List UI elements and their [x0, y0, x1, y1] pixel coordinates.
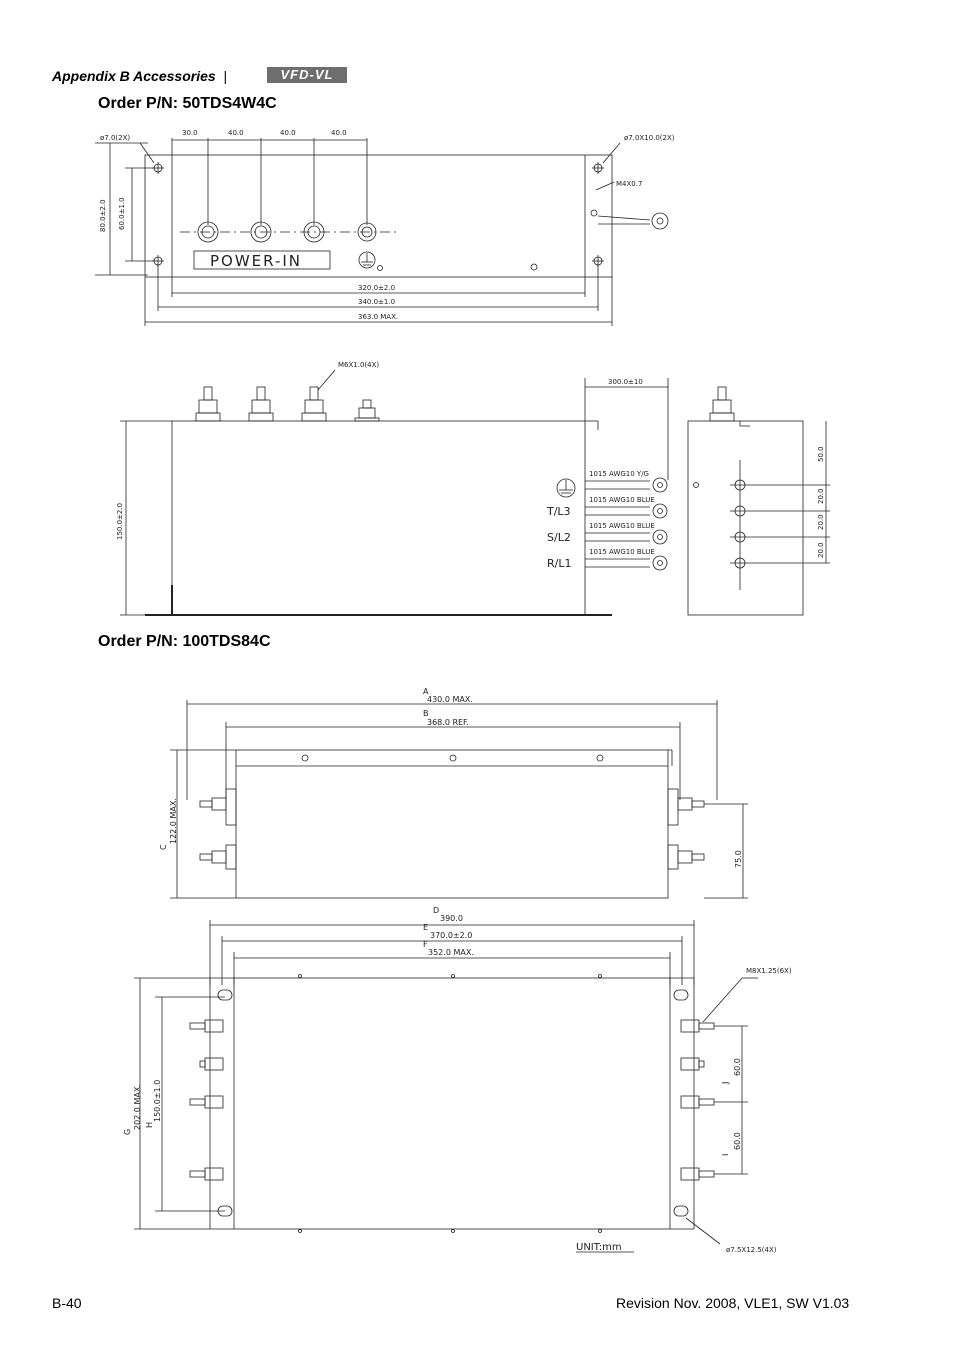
revision-text: Revision Nov. 2008, VLE1, SW V1.03 — [616, 1295, 850, 1311]
p1-hole-left-label: ø7.0(2X) — [100, 134, 130, 142]
p1-dim-40c: 40.0 — [331, 129, 347, 137]
p2-h-value: 150.0±1.0 — [153, 1080, 162, 1122]
p1-wires — [585, 477, 668, 571]
p1-wire-label-1: 1015 AWG10 Y/G — [589, 470, 649, 478]
p2-top-view: A 430.0 MAX. B 368.0 REF. C 122.0 MAX. 7… — [159, 687, 748, 899]
p1-side-terminals — [195, 386, 380, 422]
vfd-vl-logo: VFD-VL — [267, 67, 347, 83]
p1-wire-label-4: 1015 AWG10 BLUE — [589, 548, 655, 556]
p1-terminals — [180, 221, 400, 243]
ground-symbol-icon — [556, 478, 576, 498]
p1-hole-right-label: ø7.0X10.0(2X) — [624, 134, 675, 142]
p2-d-value: 390.0 — [440, 914, 463, 923]
p1-wire-label-3: 1015 AWG10 BLUE — [589, 522, 655, 530]
p1-ground-screw-label: M4X0.7 — [616, 180, 642, 188]
p1-side-height: 150.0±2.0 — [116, 503, 124, 540]
p2-j-value: 60.0 — [733, 1058, 742, 1076]
p1-terminal-thread: M6X1.0(4X) — [338, 361, 379, 369]
section-title: Appendix B Accessories — [52, 68, 216, 84]
p1-end-dim-20c: 20.0 — [817, 542, 825, 558]
p2-j-letter: J — [721, 1082, 730, 1085]
p2-hole-label: ø7.5X12.5(4X) — [726, 1246, 777, 1254]
p2-f-letter: F — [423, 940, 428, 949]
p2-terminal-thread: M8X1.25(6X) — [746, 967, 792, 975]
p1-phase-t: T/L3 — [546, 505, 571, 518]
p2-c-letter: C — [159, 844, 168, 850]
p2-g-value: 202.0 MAX. — [133, 1084, 142, 1130]
p1-width-340: 340.0±1.0 — [358, 298, 395, 306]
p1-side-view: 150.0±2.0 M6X1.0(4X) 300.0±10 1015 AWG10… — [116, 361, 669, 616]
p2-b-letter: B — [423, 709, 429, 718]
p1-cable-length: 300.0±10 — [608, 378, 643, 386]
p1-dim-40a: 40.0 — [228, 129, 244, 137]
p1-end-dim-20b: 20.0 — [817, 514, 825, 530]
p2-a-letter: A — [423, 687, 429, 696]
p1-dim-30: 30.0 — [182, 129, 198, 137]
p1-end-dim-20a: 20.0 — [817, 488, 825, 504]
p1-phase-r: R/L1 — [547, 557, 571, 570]
p2-e-value: 370.0±2.0 — [430, 931, 472, 940]
order-title-2: Order P/N: 100TDS84C — [98, 633, 271, 650]
p2-b-value: 368.0 REF. — [427, 718, 469, 727]
order-title-1: Order P/N: 50TDS4W4C — [98, 95, 277, 112]
p2-f-value: 352.0 MAX. — [428, 948, 474, 957]
p1-top-view: 30.0 40.0 40.0 40.0 ø7.0(2X) ø7.0X10.0(2… — [95, 129, 675, 326]
p1-width-363: 363.0 MAX. — [358, 313, 398, 321]
p2-left-studs — [189, 1019, 224, 1181]
p1-power-in-label: POWER-IN — [210, 252, 302, 270]
p2-plan-view: D 390.0 E 370.0±2.0 F 352.0 MAX. — [123, 906, 792, 1254]
p2-c-value: 122.0 MAX. — [169, 798, 178, 844]
p1-phase-s: S/L2 — [547, 531, 571, 544]
p1-wire-label-2: 1015 AWG10 BLUE — [589, 496, 655, 504]
header-separator: | — [223, 68, 228, 84]
p2-right-studs — [680, 1019, 715, 1181]
p1-width-320: 320.0±2.0 — [358, 284, 395, 292]
p1-dim-40b: 40.0 — [280, 129, 296, 137]
p2-a-value: 430.0 MAX. — [427, 695, 473, 704]
p2-i-value: 60.0 — [733, 1132, 742, 1150]
p2-e-letter: E — [423, 923, 428, 932]
p2-g-letter: G — [123, 1129, 132, 1135]
p1-height-inner: 60.0±1.0 — [118, 197, 126, 230]
p2-h-letter: H — [145, 1122, 154, 1128]
p1-end-view: 50.0 20.0 20.0 20.0 — [687, 386, 830, 616]
running-header: Appendix B Accessories | — [52, 68, 227, 84]
p2-i-letter: I — [721, 1154, 730, 1156]
page-number: B-40 — [52, 1295, 82, 1311]
p1-height-outer: 80.0±2.0 — [99, 199, 107, 232]
p2-unit-label: UNIT:mm — [576, 1242, 622, 1253]
ground-symbol-icon — [358, 251, 376, 269]
p1-end-dim-50: 50.0 — [817, 446, 825, 462]
p2-d-letter: D — [433, 906, 439, 915]
p2-side-dim: 75.0 — [734, 850, 743, 868]
